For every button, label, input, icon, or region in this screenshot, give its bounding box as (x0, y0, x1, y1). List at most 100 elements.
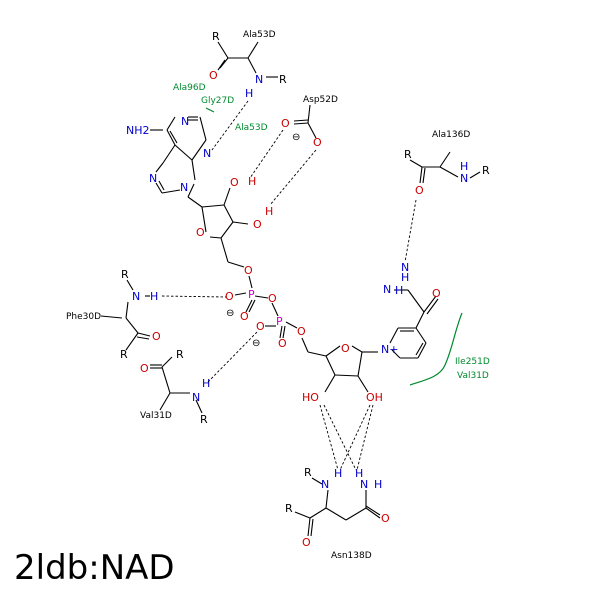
atom-r: R (404, 148, 412, 161)
residue-asp52: O O ⊖ Asp52D (281, 95, 338, 149)
atom-o: O (415, 184, 424, 197)
atom-r: R (200, 413, 208, 426)
hbond (339, 404, 371, 471)
hydrophobic-arc (205, 107, 215, 113)
atom-o: O (341, 342, 350, 355)
ribose-adenosine: O O H O H O (187, 175, 273, 277)
hydrogen-bonds (161, 100, 417, 471)
atom-h: H (401, 271, 409, 284)
atom-o: O (140, 362, 149, 375)
atom-r: R (176, 348, 184, 361)
nicotinamide: N+ O N H N H (381, 261, 441, 359)
atom-h: H (460, 160, 468, 173)
atom-h: H (202, 377, 210, 390)
hbond (319, 404, 339, 471)
atom-o: O (244, 264, 253, 277)
atom-n-plus: N+ (381, 343, 398, 356)
hydrophobic-label-val31: Val31D (457, 371, 489, 381)
atom-n: N (132, 290, 140, 303)
atom-r: R (304, 466, 312, 479)
hydrophobic-label-ala53: Ala53D (235, 123, 268, 133)
ribose-nicotinamide: O HO OH (301, 337, 383, 404)
atom-n: N (460, 172, 468, 185)
atom-o: O (268, 292, 277, 305)
residue-ala53-top: R O N R H Ala53D (209, 30, 287, 100)
residue-label: Asp52D (303, 95, 338, 105)
residue-label: Ala136D (432, 130, 470, 140)
residue-label: Val31D (140, 411, 172, 421)
page-title: 2ldb:NAD (14, 548, 175, 588)
atom-h: H (334, 467, 342, 480)
atom-r: R (212, 30, 220, 43)
atom-h: H (374, 478, 382, 491)
atom-n: N (255, 73, 263, 86)
atom-o: O (432, 287, 441, 300)
atom-o: O (152, 330, 161, 343)
atom-n: N (321, 478, 329, 491)
hydrophobic-label-ala96: Ala96D (173, 83, 206, 93)
pyrophosphate: P O O O ⊖ P O O ⊖ O (225, 275, 306, 350)
atom-n: N (192, 391, 200, 404)
charge-minus: ⊖ (226, 308, 234, 319)
atom-o: O (297, 325, 306, 338)
atom-o: O (230, 176, 239, 189)
atom-r: R (279, 73, 287, 86)
atom-ho: HO (302, 391, 319, 404)
residue-phe30: R N H O R Phe30D (66, 268, 161, 361)
hydrophobic-contacts-right: Ile251D Val31D (409, 312, 490, 386)
atom-o: O (253, 218, 262, 231)
residue-label: Phe30D (66, 312, 101, 322)
residue-label: Ala53D (243, 30, 276, 40)
atom-r: R (285, 502, 293, 515)
residue-val31: O R N H R Val31D (140, 348, 210, 426)
charge-minus: ⊖ (252, 338, 260, 349)
atom-h: H (355, 467, 363, 480)
atom-h: H (150, 290, 158, 303)
atom-n: N (149, 172, 157, 185)
hydrophobic-label-ile251: Ile251D (455, 357, 490, 367)
hydrophobic-arc (409, 312, 463, 386)
atom-o: O (240, 310, 249, 323)
atom-n: N (181, 115, 189, 128)
adenine: NH2 N N N N (126, 115, 211, 198)
residue-asn138: R N H R O O N H H Asn138D (285, 466, 390, 561)
atom-n: N (401, 261, 409, 274)
atom-p: P (276, 315, 283, 328)
atom-o: O (209, 69, 218, 82)
atom-r: R (120, 348, 128, 361)
atom-n: N (360, 478, 368, 491)
atom-n: N (180, 181, 188, 194)
atom-o: O (278, 337, 287, 350)
atom-oh: OH (366, 391, 383, 404)
atom-n: N (203, 147, 211, 160)
hbond (323, 404, 357, 471)
atom-o: O (313, 136, 322, 149)
charge-minus: ⊖ (292, 132, 300, 143)
residue-label: Asn138D (331, 551, 372, 561)
residue-ala136: R O N H R Ala136D (404, 130, 490, 197)
hbond (269, 149, 317, 206)
atom-h: H (248, 175, 256, 188)
atom-o: O (256, 320, 265, 333)
hydrophobic-contacts-top: Ala96D Gly27D Ala53D (173, 83, 268, 133)
atom-o: O (281, 117, 290, 130)
hbond (404, 199, 417, 263)
atom-nh2: NH2 (126, 124, 150, 137)
hydrophobic-label-gly27: Gly27D (201, 96, 234, 106)
hbond (211, 100, 249, 151)
atom-r: R (121, 268, 129, 281)
hbond (356, 404, 374, 471)
hbond (249, 129, 284, 179)
atom-r: R (482, 164, 490, 177)
atom-h: H (245, 87, 253, 100)
atom-n: N (383, 283, 391, 296)
hbond (207, 330, 259, 383)
atom-o: O (225, 290, 234, 303)
hbond (161, 295, 227, 298)
atom-o: O (196, 226, 205, 239)
atom-p: P (248, 288, 255, 301)
atom-o: O (302, 536, 311, 549)
atom-h: H (265, 205, 273, 218)
atom-h: H (395, 284, 403, 297)
